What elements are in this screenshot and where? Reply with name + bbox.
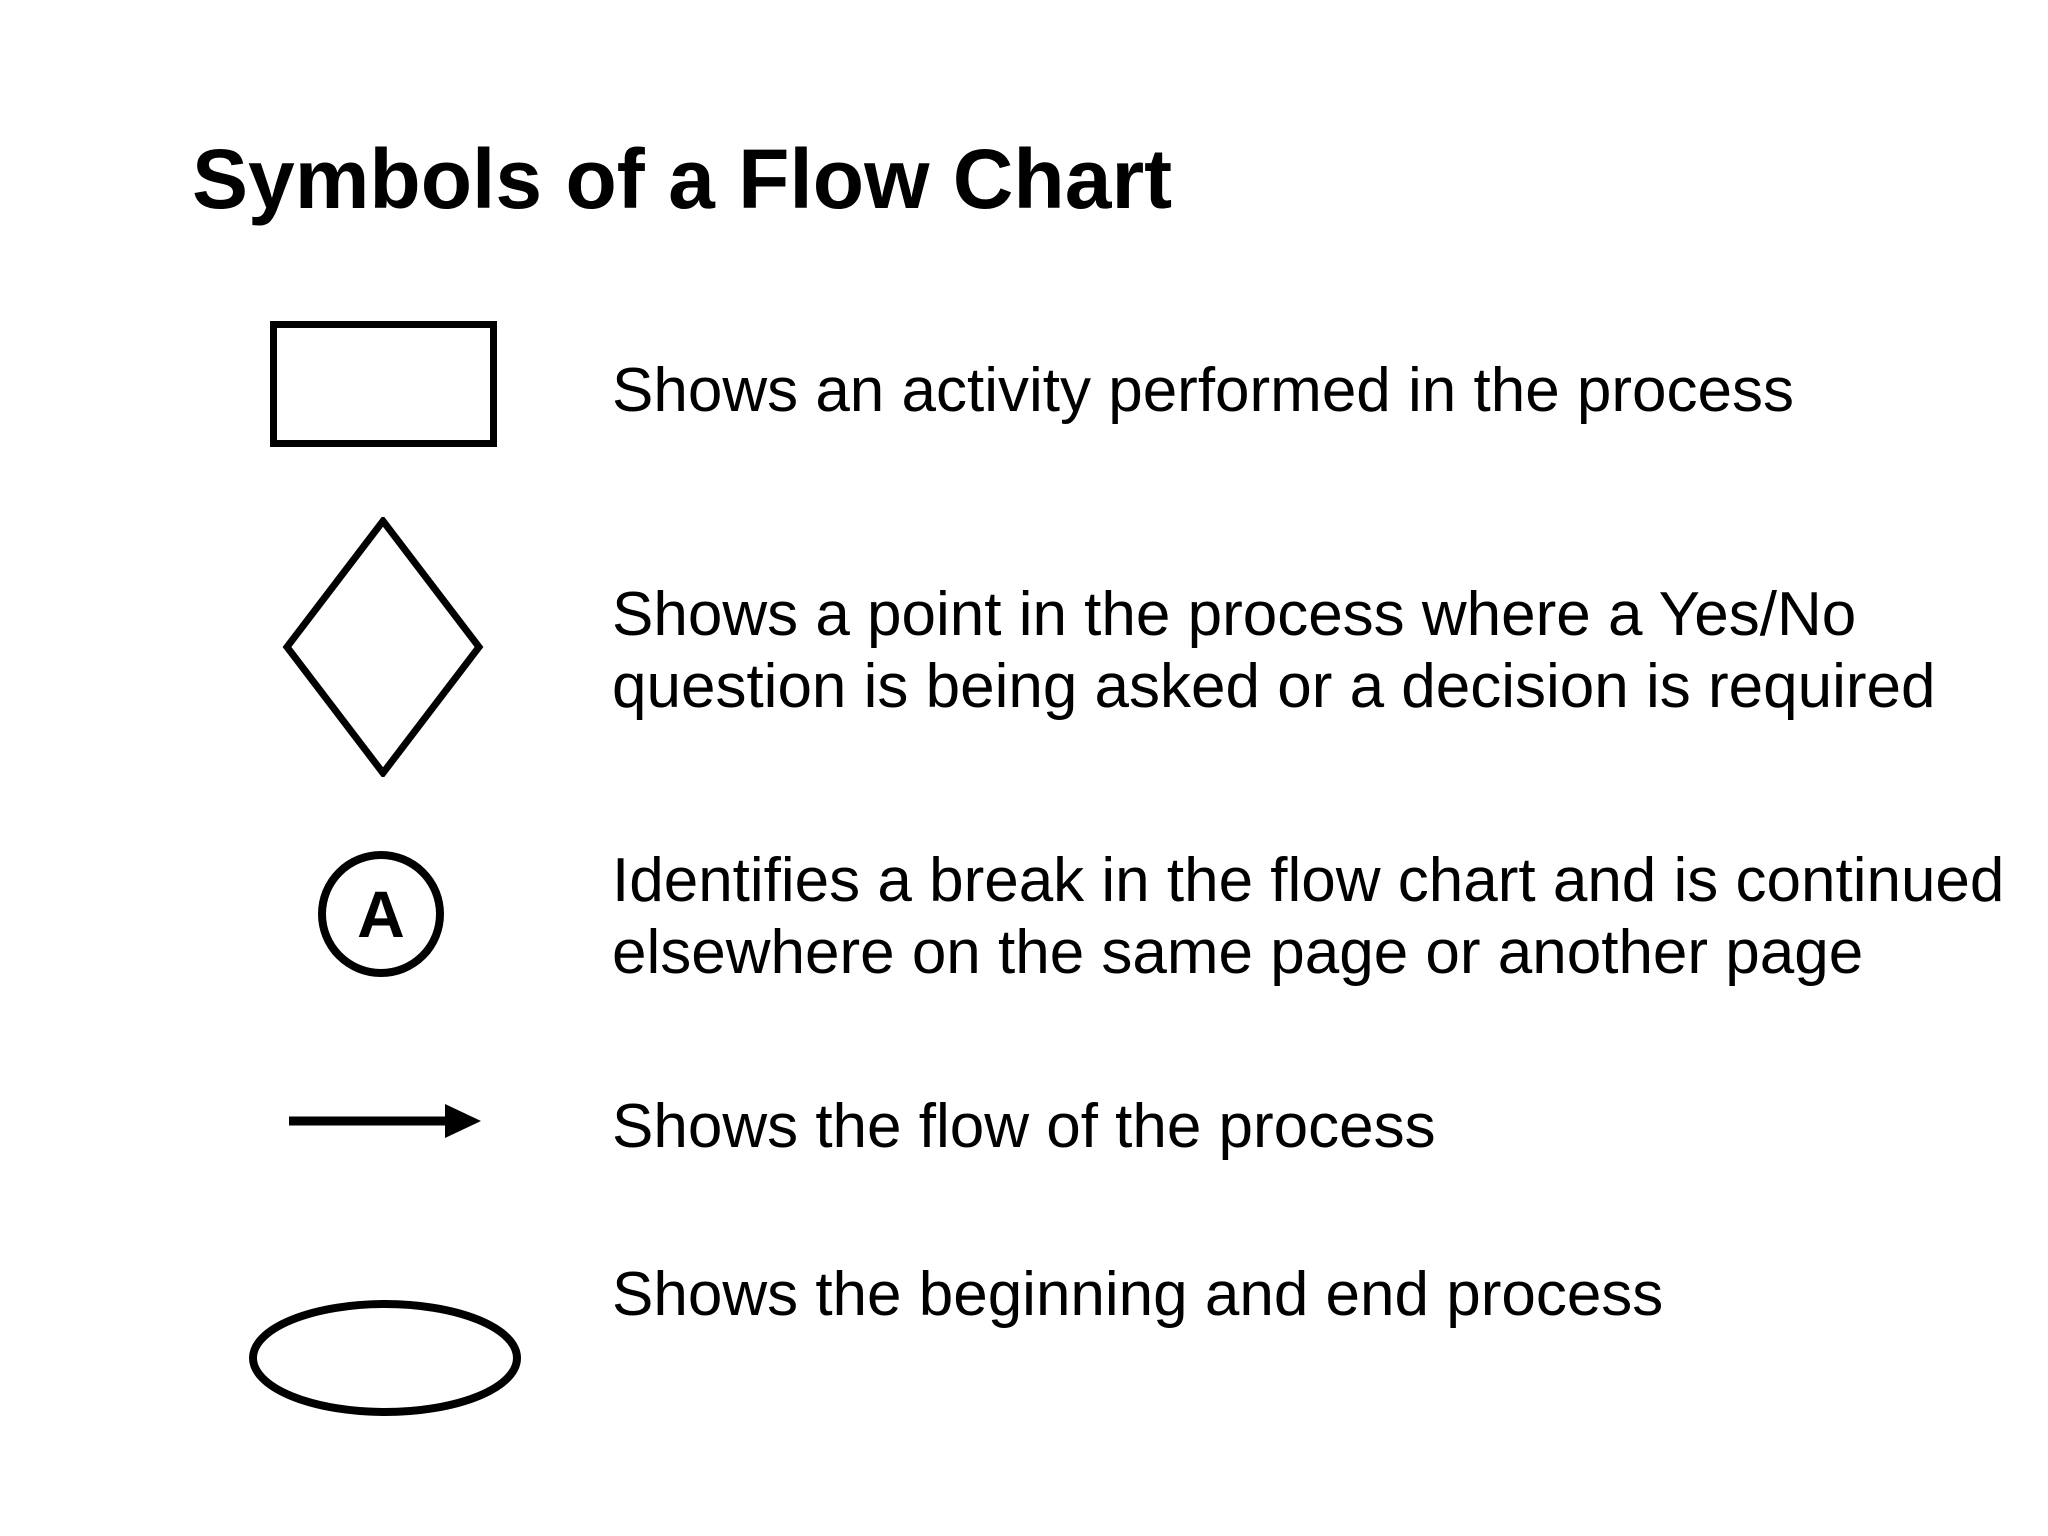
page-title: Symbols of a Flow Chart (192, 132, 1173, 226)
description-line: Identifies a break in the flow chart and… (612, 846, 2005, 915)
terminator-description: Shows the beginning and end process (612, 1259, 1663, 1331)
description-line: Shows a point in the process where a Yes… (612, 580, 1857, 649)
description-line: elsewhere on the same page or another pa… (612, 918, 1864, 987)
connector-description: Identifies a break in the flow chart and… (612, 845, 2004, 989)
connector-circle-icon: A (318, 851, 444, 977)
description-line: question is being asked or a decision is… (612, 652, 1936, 721)
decision-description: Shows a point in the process where a Yes… (612, 579, 1935, 723)
flow-arrow-icon (289, 1104, 481, 1138)
description-line: Shows an activity performed in the proce… (612, 356, 1794, 425)
terminator-ellipse-icon (249, 1300, 521, 1416)
process-rectangle-icon (270, 321, 497, 447)
flow-description: Shows the flow of the process (612, 1091, 1436, 1163)
description-line: Shows the flow of the process (612, 1092, 1436, 1161)
connector-letter: A (357, 877, 405, 951)
description-line: Shows the beginning and end process (612, 1260, 1664, 1329)
process-description: Shows an activity performed in the proce… (612, 355, 1794, 427)
decision-diamond-icon (282, 517, 484, 777)
